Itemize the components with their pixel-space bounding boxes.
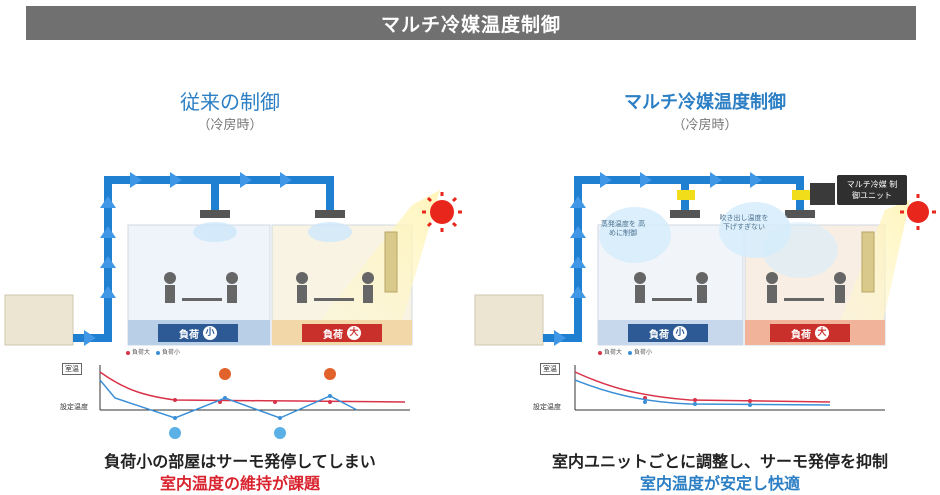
- left-small-load-label: 負荷小: [158, 324, 238, 342]
- left-large-load-label: 負荷大: [302, 324, 382, 342]
- unhappy-face-icon: [219, 368, 336, 380]
- left-caption: 負荷小の部屋はサーモ発停してしまい: [104, 452, 376, 471]
- outdoor-unit: [4, 294, 74, 346]
- sun-icon: [900, 194, 936, 230]
- right-caption-highlight: 室内温度が安定し快適: [639, 474, 800, 493]
- right-small-load-label: 負荷小: [628, 324, 708, 342]
- right-chart-legend: 負荷大 負荷小: [598, 347, 652, 356]
- cold-face-icon: [169, 427, 286, 439]
- left-set-temp-label: 設定温度: [60, 403, 88, 411]
- right-panel-subtitle: （冷房時）: [672, 118, 738, 133]
- right-caption: 室内ユニットごとに調整し、サーモ発停を抑制: [551, 452, 888, 471]
- section-banner: マルチ冷媒温度制御: [26, 6, 916, 40]
- left-temperature-chart: [99, 365, 410, 439]
- control-unit-label: マルチ冷媒 制御ユニット: [837, 175, 907, 205]
- right-large-load-label: 負荷大: [770, 324, 850, 342]
- left-panel-subtitle: （冷房時）: [197, 118, 263, 133]
- right-panel-title: マルチ冷媒温度制御: [624, 92, 786, 113]
- right-y-axis-label: 室温: [540, 363, 560, 375]
- evaporation-bubble: 蒸発温度を 高めに制御: [600, 220, 646, 237]
- right-temperature-chart: [574, 365, 885, 411]
- outdoor-unit: [474, 294, 544, 346]
- right-set-temp-label: 設定温度: [533, 403, 561, 411]
- left-caption-highlight: 室内温度の維持が課題: [159, 474, 320, 493]
- sun-icon: [422, 192, 462, 232]
- discharge-bubble: 吹き出し温度を 下げすぎない: [719, 214, 769, 231]
- left-y-axis-label: 室温: [62, 363, 82, 375]
- left-panel-title: 従来の制御: [180, 90, 280, 114]
- left-chart-legend: 負荷大 負荷小: [126, 347, 180, 356]
